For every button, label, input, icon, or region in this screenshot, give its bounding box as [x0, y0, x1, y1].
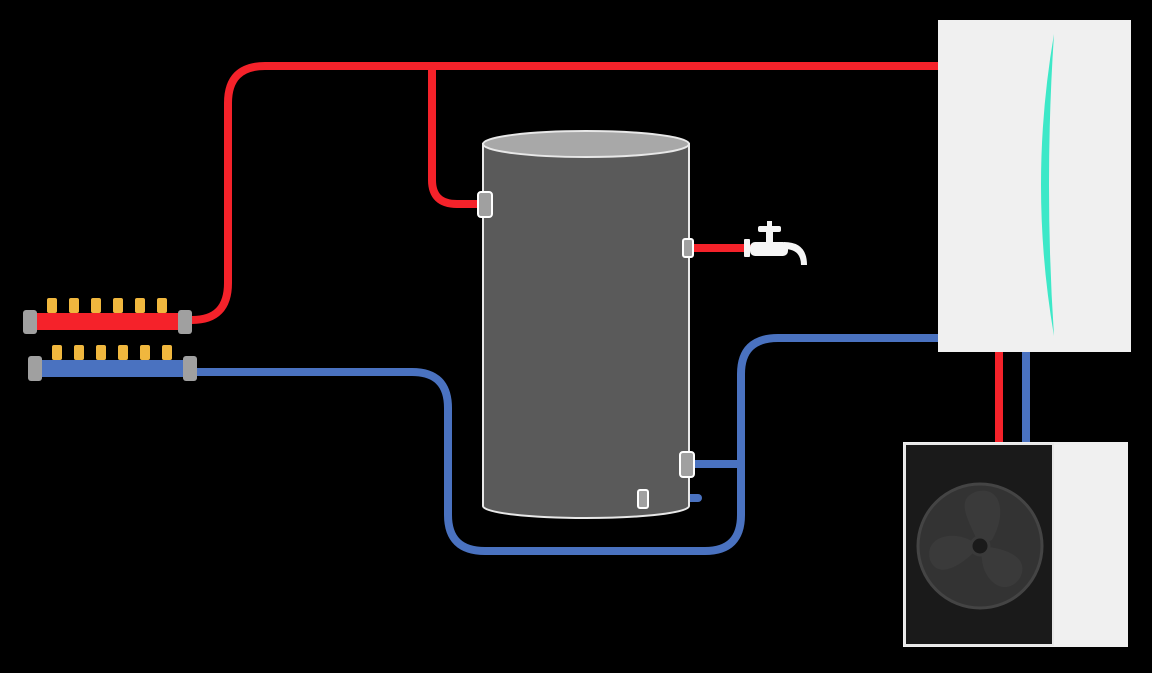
valve-icon	[157, 298, 167, 313]
valve-icon	[52, 345, 62, 360]
return-manifold	[28, 345, 197, 381]
hot-main-pipe	[188, 62, 949, 324]
tank-body	[482, 143, 690, 519]
faucet-icon	[744, 221, 807, 265]
valve-icon	[47, 298, 57, 313]
supply-manifold-bar	[30, 313, 186, 330]
hot-water-tank	[477, 130, 695, 519]
fan-hub	[969, 535, 991, 557]
manifold-end-cap	[183, 356, 197, 381]
supply-manifold-valves	[47, 298, 167, 313]
valve-icon	[69, 298, 79, 313]
return-manifold-bar	[35, 360, 191, 377]
valve-icon	[118, 345, 128, 360]
tank-coil-fitting	[679, 451, 695, 478]
indoor-unit-light-strip	[1041, 34, 1054, 336]
valve-icon	[96, 345, 106, 360]
valve-icon	[135, 298, 145, 313]
fan-blade	[964, 490, 1001, 546]
fan-blade	[980, 546, 1023, 588]
indoor-unit	[938, 20, 1131, 352]
hot-water-tap	[744, 221, 807, 265]
fan-blade	[929, 535, 980, 570]
tank-cold-inlet-fitting	[637, 489, 649, 509]
valve-icon	[113, 298, 123, 313]
return-manifold-valves	[52, 345, 172, 360]
indoor-unit-body	[938, 20, 1131, 352]
valve-icon	[91, 298, 101, 313]
manifold-end-cap	[28, 356, 42, 381]
manifold-end-cap	[23, 310, 37, 334]
fan-icon	[916, 482, 1044, 610]
tank-hot-inlet-fitting	[477, 191, 493, 218]
valve-icon	[162, 345, 172, 360]
outdoor-heat-pump	[903, 442, 1128, 647]
supply-manifold	[23, 298, 192, 334]
hot-pipes	[188, 62, 1003, 449]
manifold-end-cap	[178, 310, 192, 334]
valve-icon	[74, 345, 84, 360]
tank-tap-outlet-fitting	[682, 238, 694, 258]
tank-top	[482, 130, 690, 158]
hot-tank-feed-pipe	[428, 62, 486, 208]
valve-icon	[140, 345, 150, 360]
cold-return-pipe	[191, 334, 944, 555]
